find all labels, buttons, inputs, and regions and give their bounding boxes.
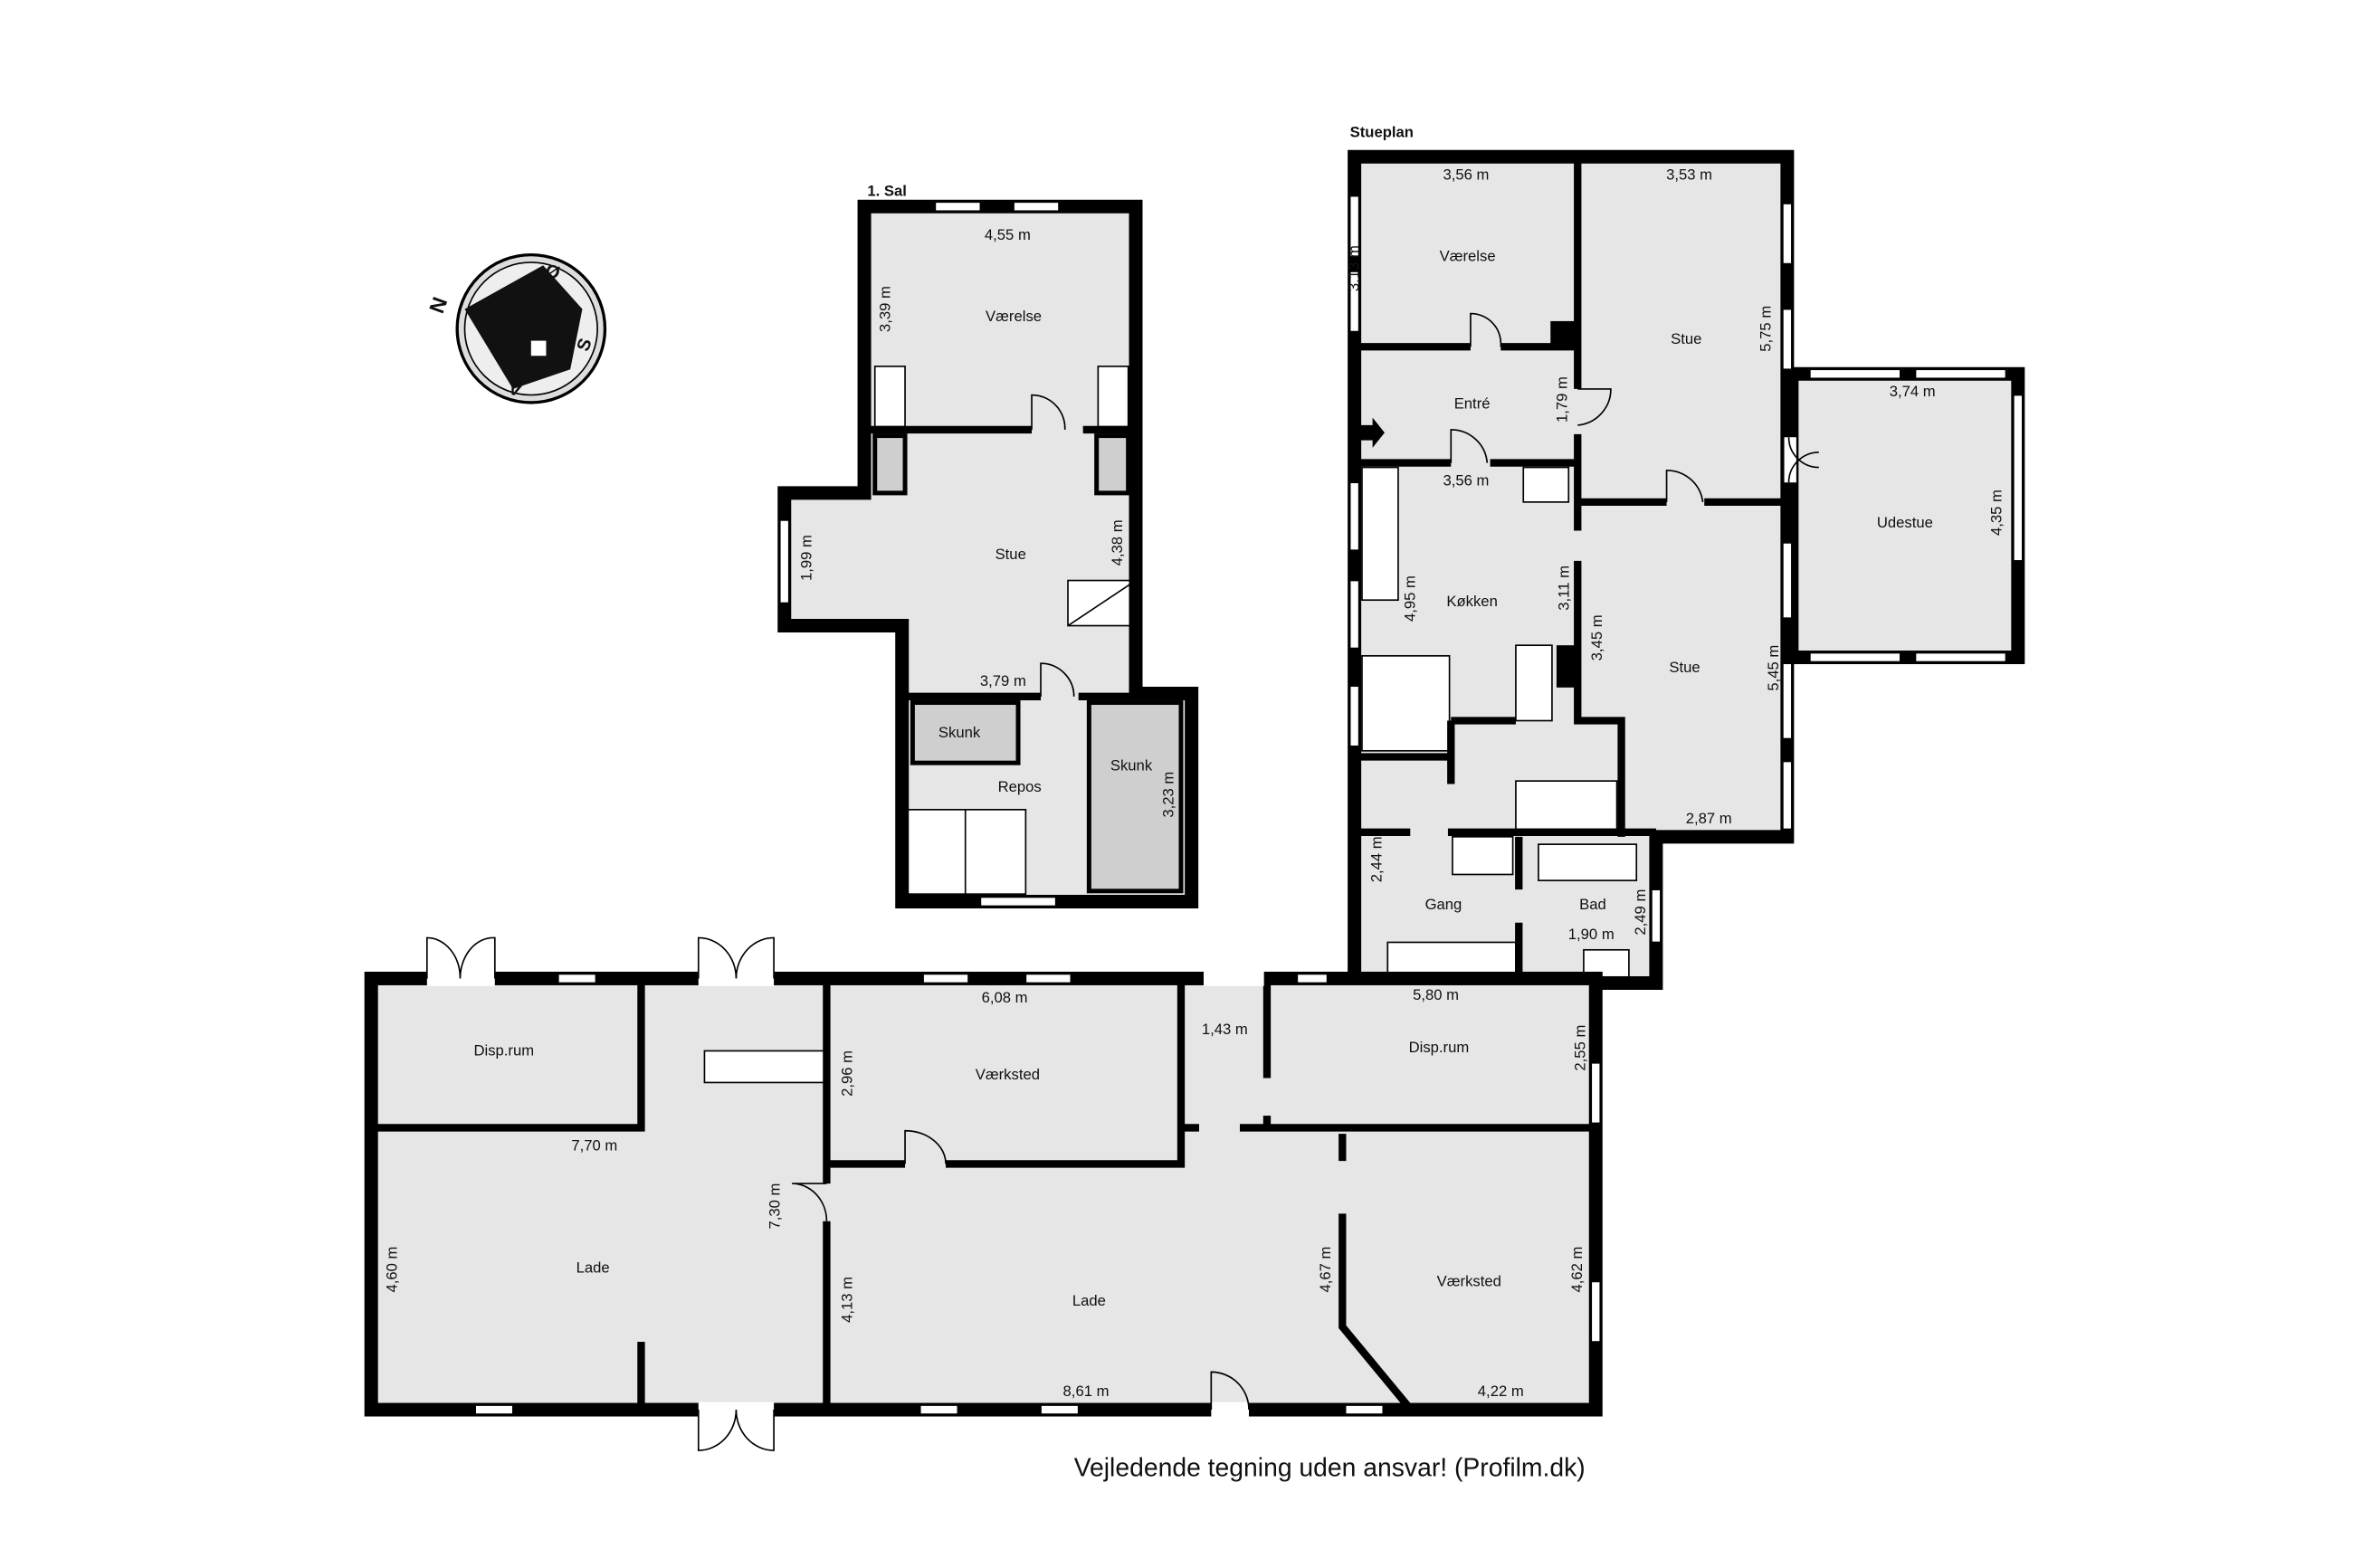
dimension: 5,45 m: [1765, 645, 1782, 691]
room-label: Skunk: [938, 724, 981, 741]
dimension: 3,74 m: [1890, 383, 1936, 400]
dimension: 6,08 m: [982, 989, 1028, 1006]
room-label: Lade: [1072, 1292, 1106, 1309]
room-label: Stue: [1669, 659, 1700, 676]
dimension: 2,55 m: [1572, 1025, 1589, 1071]
room-label: Repos: [998, 778, 1042, 795]
room-label: Værelse: [1440, 247, 1496, 264]
ground-floor-plan: Stueplan Værelse Stue Entré Udestue Køkk…: [1346, 124, 2025, 990]
ground-floor-title: Stueplan: [1350, 124, 1414, 141]
dimension: 4,62 m: [1568, 1247, 1586, 1293]
dimension: 7,30 m: [767, 1183, 784, 1230]
dimension: 2,44 m: [1368, 836, 1386, 882]
compass-east: Ø: [542, 261, 562, 284]
room-label: Køkken: [1446, 593, 1497, 610]
disclaimer-footer: Vejledende tegning uden ansvar! (Profilm…: [1074, 1453, 1586, 1482]
room-label: Værksted: [976, 1066, 1040, 1083]
dimension: 7,70 m: [571, 1136, 617, 1154]
dimension: 1,90 m: [1568, 926, 1615, 943]
compass-icon: N Ø S V: [424, 252, 607, 404]
dimension: 3,13 m: [1346, 245, 1363, 291]
dimension: 4,35 m: [1987, 489, 2005, 536]
dimension: 2,96 m: [839, 1050, 856, 1097]
room-label: Disp.rum: [473, 1041, 534, 1059]
dimension: 4,95 m: [1401, 575, 1418, 622]
dimension: 4,13 m: [839, 1277, 856, 1323]
dimension: 3,39 m: [876, 286, 893, 332]
dimension: 1,43 m: [1202, 1021, 1248, 1038]
room-label: Entré: [1454, 395, 1491, 413]
first-floor-title: 1. Sal: [867, 183, 907, 200]
dimension: 3,11 m: [1555, 565, 1572, 611]
room-label: Udestue: [1877, 514, 1933, 531]
dimension: 2,87 m: [1686, 810, 1732, 827]
room-label: Stue: [1671, 330, 1701, 347]
dimension: 8,61 m: [1063, 1383, 1110, 1400]
room-label: Bad: [1579, 896, 1606, 913]
dimension: 4,60 m: [383, 1247, 400, 1293]
dimension: 1,99 m: [798, 535, 815, 581]
dimension: 4,55 m: [985, 226, 1031, 243]
room-label: Disp.rum: [1409, 1039, 1470, 1056]
room-label: Skunk: [1110, 757, 1153, 774]
room-label: Værksted: [1437, 1272, 1501, 1289]
dimension: 3,45 m: [1588, 614, 1605, 660]
compass-north: N: [424, 294, 452, 317]
dimension: 3,56 m: [1443, 166, 1489, 183]
dimension: 3,53 m: [1666, 166, 1712, 183]
dimension: 4,22 m: [1478, 1383, 1524, 1400]
compass-south: S: [574, 336, 596, 354]
dimension: 5,75 m: [1758, 306, 1775, 352]
room-label: Værelse: [986, 308, 1042, 325]
dimension: 4,38 m: [1109, 519, 1126, 565]
dimension: 2,49 m: [1632, 889, 1649, 936]
dimension: 5,80 m: [1413, 986, 1459, 1003]
room-label: Stue: [996, 546, 1026, 563]
dimension: 1,79 m: [1554, 376, 1571, 423]
room-label: Gang: [1425, 896, 1462, 913]
dimension: 3,79 m: [980, 672, 1026, 689]
entrance-arrow-icon: [1357, 417, 1385, 448]
room-label: Lade: [576, 1259, 610, 1276]
dimension: 4,67 m: [1317, 1247, 1334, 1293]
dimension: 3,56 m: [1443, 472, 1489, 489]
dimension: 3,23 m: [1160, 772, 1177, 818]
outbuilding-plan: Disp.rum Værksted Disp.rum Lade Lade Vær…: [364, 936, 1603, 1451]
first-floor-plan: 1. Sal Værelse Stue Skunk Skunk Repos 4,…: [777, 183, 1199, 908]
